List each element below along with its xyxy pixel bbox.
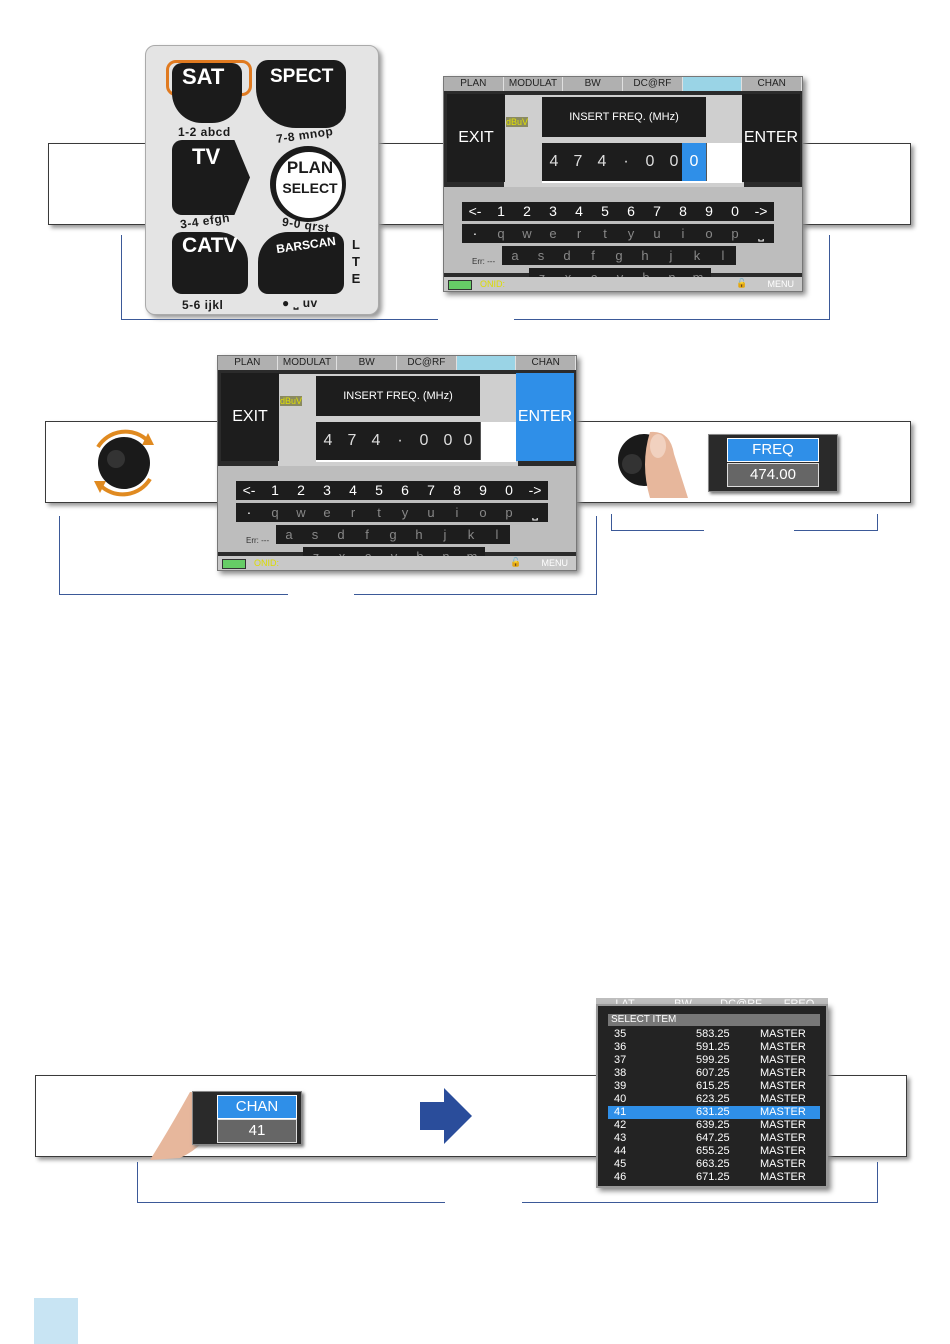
exit-button[interactable]: EXIT [221,373,279,461]
plan-label: PLAN [286,158,334,177]
tab-chan[interactable]: CHAN [516,356,576,370]
freq-widget-header: FREQ [727,438,819,462]
status-bar: ONID: 🔓 MENU [218,556,576,570]
barscan-key[interactable] [258,232,344,294]
keypad-panel: SAT 1-2 abcd SPECT 7-8 mnop TV 3-4 efgh … [145,45,379,315]
err-label: Err: --- [472,257,496,266]
catv-sublabel: 5-6 ijkl [182,298,224,312]
sat-sublabel: 1-2 abcd [178,125,231,139]
sat-key-body [172,63,242,123]
right-arrow-icon [420,1088,472,1144]
spect-sublabel: 7-8 mnop [275,124,335,146]
tab-freq[interactable]: FREQ [456,356,517,370]
chan-widget[interactable]: CHAN 41 [192,1091,302,1145]
tv-key[interactable] [172,140,250,215]
rotate-arrows-icon [94,429,154,497]
digit-display: 4 7 4 · 0 0 0 [316,422,516,462]
enter-button-highlighted[interactable]: ENTER [516,373,574,461]
finger-press-icon [618,431,688,498]
screen1-tabs: PLAN MODULAT BW DC@RF FREQ CHAN [444,77,802,91]
screen2-tabs: PLAN MODULAT BW DC@RF FREQ CHAN [218,356,576,370]
tab-freq[interactable]: FREQ [682,77,743,91]
tab-modulat[interactable]: MODULAT [503,77,564,91]
digit-display: 4 7 4 · 0 0 0 [542,143,742,183]
rotary-knob[interactable] [86,425,162,501]
freq-widget-value: 474.00 [727,463,819,487]
chan-widget-value: 41 [217,1119,297,1143]
catv-key[interactable] [172,232,248,294]
tab-chan[interactable]: CHAN [742,77,802,91]
catv-label: CATV [182,234,238,257]
tab-modulat[interactable]: MODULAT [277,356,338,370]
insert-freq-title: INSERT FREQ. (MHz) [316,376,480,416]
lock-icon: 🔓 [736,278,748,288]
spect-key[interactable] [256,60,346,128]
select-label: SELECT [282,180,338,196]
insert-freq-title: INSERT FREQ. (MHz) [542,97,706,137]
tv-label: TV [192,144,221,169]
chan-widget-header: CHAN [217,1095,297,1119]
exit-button[interactable]: EXIT [447,94,505,182]
menu-button[interactable]: MENU [767,279,795,289]
lock-icon: 🔓 [510,557,522,567]
tab-bw[interactable]: BW [337,356,398,370]
tab-plan[interactable]: PLAN [444,77,504,91]
battery-icon [448,280,472,290]
tab-dcrf[interactable]: DC@RF [623,77,683,91]
barscan-sublabel: ● ⎵ uv [282,296,318,310]
freq-widget[interactable]: FREQ 474.00 [708,434,838,492]
page-tab [34,1298,78,1344]
tab-bw[interactable]: BW [563,77,624,91]
battery-icon [222,559,246,569]
select-item-screen: LAT BW DC@RF FREQ SELECT ITEM 35583.25MA… [596,998,828,1188]
dbuv-label: dBuV [280,396,303,406]
enter-button[interactable]: ENTER [742,94,800,182]
freq-entry-screen-2: PLAN MODULAT BW DC@RF FREQ CHAN dBuV EXI… [217,355,577,571]
dbuv-label: dBuV [506,117,529,127]
freq-entry-screen-1: PLAN MODULAT BW DC@RF FREQ CHAN dBuV EXI… [443,76,803,292]
status-bar: ONID: 🔓 MENU [444,277,802,291]
menu-button[interactable]: MENU [541,558,569,568]
err-label: Err: --- [246,536,270,545]
tab-dcrf[interactable]: DC@RF [397,356,457,370]
tab-plan[interactable]: PLAN [218,356,278,370]
spect-label: SPECT [270,66,334,87]
sat-label: SAT [182,64,225,89]
digit-cursor: 0 [682,143,707,181]
select-item-title: SELECT ITEM [608,1014,820,1026]
knob-press[interactable] [610,424,690,498]
